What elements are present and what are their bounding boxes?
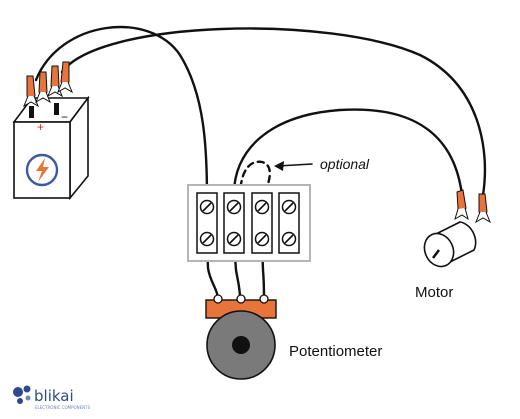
terminal-strip-1 <box>196 192 218 254</box>
terminal-strip-3 <box>251 192 273 254</box>
screw-terminal-icon <box>281 199 297 215</box>
battery-terminal-negative <box>54 103 59 115</box>
optional-jumper-wire <box>238 160 271 200</box>
battery-clips <box>23 61 73 108</box>
brand-name: blikai <box>34 387 74 405</box>
battery-terminal-positive <box>29 106 34 118</box>
optional-arrow <box>277 163 313 167</box>
potentiometer-pins <box>213 294 269 304</box>
wire-battery-to-terminal-1 <box>34 25 209 200</box>
battery: + − <box>12 95 90 201</box>
terminal-block <box>187 184 311 262</box>
brand-tagline: ELECTRONIC COMPONENTS <box>35 405 91 410</box>
lightning-bolt-icon <box>25 153 59 187</box>
screw-terminal-icon <box>226 199 242 215</box>
battery-minus-label: − <box>61 110 68 124</box>
alligator-clip-icon <box>57 61 73 94</box>
wire-terminal-2-to-motor <box>232 108 464 200</box>
terminal-strip-4 <box>278 192 300 254</box>
battery-plus-label: + <box>37 120 44 134</box>
wire-battery-to-motor <box>60 27 487 197</box>
alligator-clip-icon <box>23 75 39 108</box>
screw-terminal-icon <box>199 231 215 247</box>
screw-terminal-icon <box>254 199 270 215</box>
screw-terminal-icon <box>254 231 270 247</box>
screw-terminal-icon <box>281 231 297 247</box>
alligator-clip-icon <box>35 71 51 104</box>
alligator-clip-icon <box>475 193 491 224</box>
alligator-clip-icon <box>47 65 63 98</box>
brand-logo-icon <box>13 385 31 404</box>
alligator-clip-icon <box>454 189 469 221</box>
screw-terminal-icon <box>199 199 215 215</box>
potentiometer-label: Potentiometer <box>289 343 382 360</box>
terminal-strip-2 <box>223 192 245 254</box>
potentiometer-shaft <box>232 336 250 354</box>
screw-terminal-icon <box>226 231 242 247</box>
motor-label: Motor <box>415 284 453 301</box>
optional-arrowhead <box>274 161 284 171</box>
motor-shaft <box>432 249 440 259</box>
optional-label: optional <box>320 156 370 172</box>
motor <box>423 189 491 268</box>
brand-logo: blikai ELECTRONIC COMPONENTS <box>13 385 91 410</box>
potentiometer <box>205 294 277 380</box>
